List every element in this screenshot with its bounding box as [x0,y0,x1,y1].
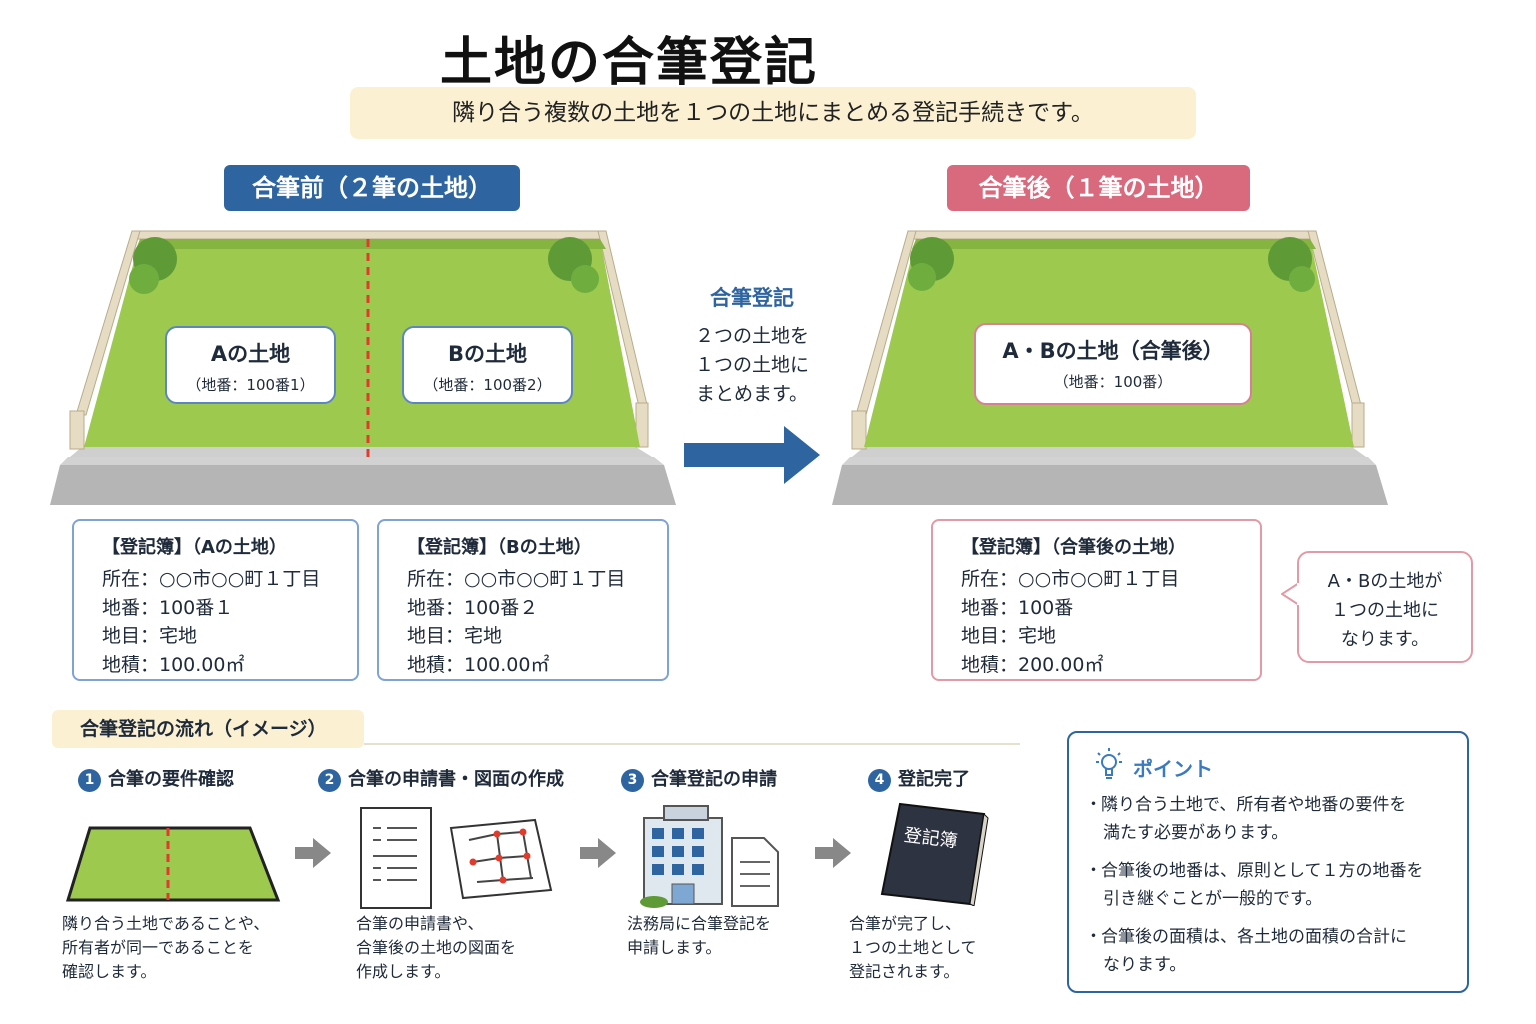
curb [60,457,664,465]
flow-step-4-header: 4 登記完了 [868,765,970,792]
page-title: 土地の合筆登記 [440,33,819,93]
register-box-a: 【登記簿】（Aの土地） 所在：○○市○○町１丁目 地番：100番１ 地目：宅地 … [72,519,359,681]
road [50,465,676,505]
register-line: 地目：宅地 [102,625,198,647]
register-title: 【登記簿】（Aの土地） [102,537,287,558]
step-desc-line: 確認します。 [62,962,157,981]
register-title: 【登記簿】（合筆後の土地） [961,537,1186,558]
merge-arrow-description: ２つの土地を １つの土地に まとめます。 [680,322,824,409]
step-number-badge: 3 [621,769,644,792]
step-number-badge: 4 [868,769,891,792]
bubble-line: なります。 [1340,629,1430,650]
step-title: 合筆の要件確認 [108,769,234,790]
step-desc-line: 法務局に合筆登記を [627,914,772,933]
land-a-name: Aの土地 [210,342,291,366]
step-desc-line: 作成します。 [356,962,451,981]
before-land-illustration [50,230,676,505]
after-header: 合筆後（１筆の土地） [947,165,1250,211]
speech-bubble: A・Bの土地が １つの土地に なります。 [1297,551,1473,663]
point-text: なります。 [1103,955,1187,975]
register-line: 地番：100番２ [407,596,539,619]
before-header: 合筆前（２筆の土地） [224,165,520,211]
arrow-desc-line: ２つの土地を [694,325,809,347]
road [832,465,1388,505]
step-desc-line: 登記されます。 [849,962,960,981]
land-b-label: Bの土地 （地番：100番2） [402,326,573,404]
flow-divider [364,743,1020,745]
point-text: 合筆後の地番は、原則として１方の地番を [1101,861,1424,881]
right-arrow-icon [684,426,820,484]
point-box: ポイント ・隣り合う土地で、所有者や地番の要件を 満たす必要があります。 ・合筆… [1067,731,1469,993]
bubble-line: A・Bの土地が [1327,571,1443,592]
point-text: 隣り合う土地で、所有者や地番の要件を [1101,795,1407,815]
register-line: 地番：100番１ [102,596,234,619]
register-line: 地積：100.00㎡ [407,653,550,676]
step-desc-line: 合筆後の土地の図面を [356,938,517,957]
register-box-merged: 【登記簿】（合筆後の土地） 所在：○○市○○町１丁目 地番：100番 地目：宅地… [931,519,1262,681]
lightbulb-icon [1096,748,1122,779]
merged-land-label: A・Bの土地（合筆後） （地番：100番） [974,323,1252,405]
register-line: 地積：200.00㎡ [961,653,1104,676]
land-a-label: Aの土地 （地番：100番1） [165,326,336,404]
step-desc-line: 隣り合う土地であることや、 [62,914,270,933]
register-line: 地目：宅地 [961,625,1057,647]
register-book-icon: 登記簿 [880,802,989,906]
arrow-desc-line: まとめます。 [695,383,809,405]
point-text: 引き継ぐことが一般的です。 [1103,889,1323,909]
step-desc-line: 合筆の申請書や、 [356,914,484,933]
merge-arrow-title: 合筆登記 [710,286,794,310]
step-desc-line: 合筆が完了し、 [849,914,962,933]
point-item: ・隣り合う土地で、所有者や地番の要件を 満たす必要があります。 [1085,791,1406,847]
land-b-number: （地番：100番2） [423,376,552,394]
back-wall [907,230,1317,240]
flow-step-2-header: 2 合筆の申請書・図面の作成 [318,765,564,792]
register-line: 地目：宅地 [407,625,503,647]
register-line: 所在：○○市○○町１丁目 [961,568,1180,590]
application-document-icon [360,807,553,909]
step-desc-line: １つの土地として [849,938,977,957]
land-b-name: Bの土地 [447,342,527,366]
register-line: 地番：100番 [961,596,1074,619]
land-plot-icon [65,826,281,902]
land-a-number: （地番：100番1） [186,376,315,394]
flow-step-4-description: 合筆が完了し、 １つの土地として 登記されます。 [849,912,977,984]
bubble-line: １つの土地に [1331,600,1439,621]
front-sidewalk [70,447,652,457]
flow-step-3-description: 法務局に合筆登記を 申請します。 [627,912,771,960]
left-wall [75,230,141,416]
step-number-badge: 2 [318,769,341,792]
point-text: 合筆後の面積は、各土地の面積の合計に [1101,927,1407,947]
step-desc-line: 申請します。 [627,938,722,957]
step-arrow-icon [815,838,851,868]
point-item: ・合筆後の地番は、原則として１方の地番を 引き継ぐことが一般的です。 [1085,857,1424,913]
flow-section-title: 合筆登記の流れ（イメージ） [52,710,364,748]
point-text: 満たす必要があります。 [1103,823,1289,843]
point-item: ・合筆後の面積は、各土地の面積の合計に なります。 [1085,923,1407,979]
point-title: ポイント [1133,757,1213,781]
flow-step-1-header: 1 合筆の要件確認 [78,765,234,792]
merged-land-name: A・Bの土地（合筆後） [1002,339,1224,363]
register-line: 地積：100.00㎡ [102,653,245,676]
step-arrow-icon [580,838,616,868]
register-line: 所在：○○市○○町１丁目 [407,568,626,590]
step-title: 合筆登記の申請 [651,769,777,790]
step-number-badge: 1 [78,769,101,792]
step-arrow-icon [295,838,331,868]
flow-step-1-description: 隣り合う土地であることや、 所有者が同一であることを 確認します。 [62,912,269,984]
legal-affairs-bureau-icon [640,805,779,908]
step-title: 合筆の申請書・図面の作成 [348,769,564,790]
step-title: 登記完了 [898,769,970,790]
register-title: 【登記簿】（Bの土地） [407,537,592,558]
subtitle-banner: 隣り合う複数の土地を１つの土地にまとめる登記手続きです。 [350,87,1196,139]
register-box-b: 【登記簿】（Bの土地） 所在：○○市○○町１丁目 地番：100番２ 地目：宅地 … [377,519,669,681]
merged-land-number: （地番：100番） [1053,373,1173,391]
arrow-desc-line: １つの土地に [694,354,809,376]
step-desc-line: 所有者が同一であることを [62,938,254,957]
flow-step-2-description: 合筆の申請書や、 合筆後の土地の図面を 作成します。 [356,912,516,984]
back-wall [131,230,607,240]
flow-step-3-header: 3 合筆登記の申請 [621,765,777,792]
register-line: 所在：○○市○○町１丁目 [102,568,321,590]
